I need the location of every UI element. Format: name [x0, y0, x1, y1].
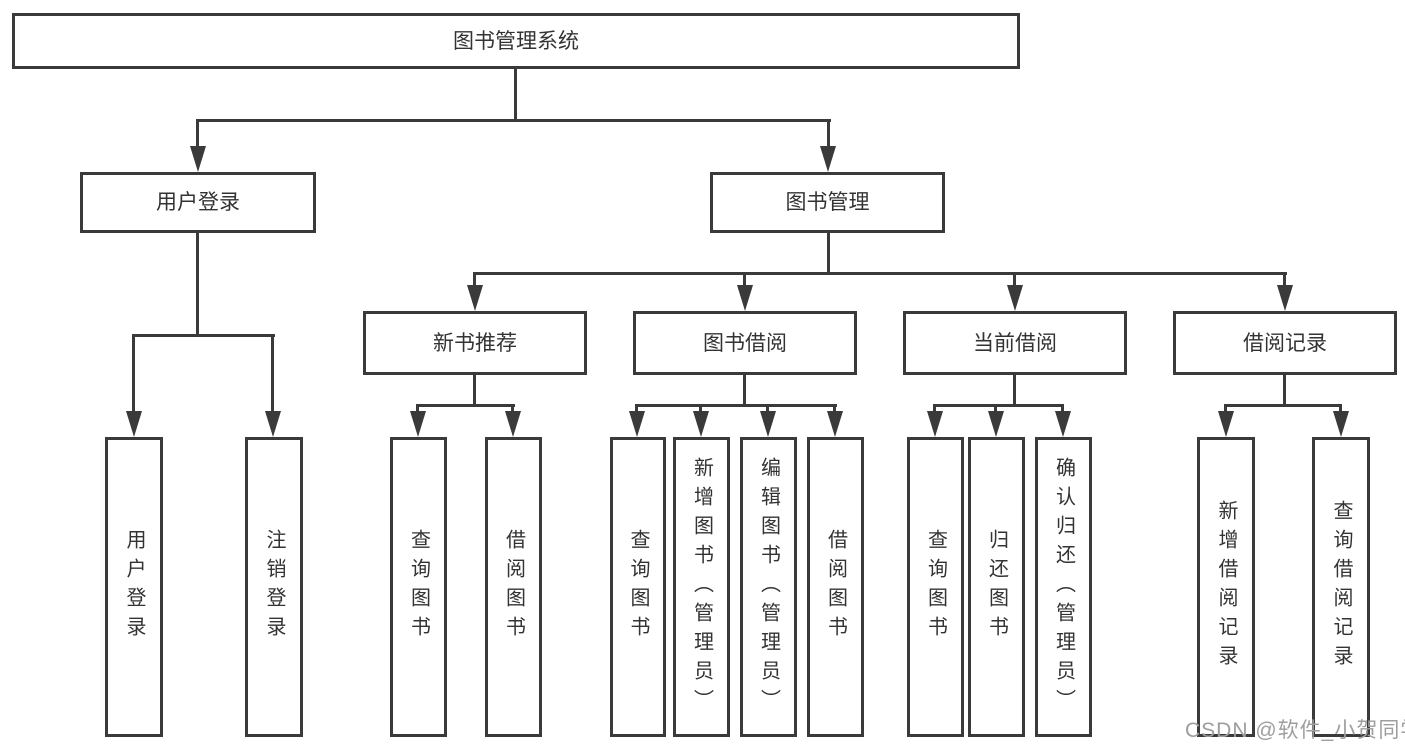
connector-line: [827, 119, 830, 151]
connector-line: [743, 375, 746, 407]
leaf-confirm-return-admin: 确认归还（管理员）: [1035, 437, 1092, 737]
arrow-down-icon: [265, 411, 281, 437]
leaf-query-books-current: 查询图书: [907, 437, 964, 737]
connector-line: [1061, 404, 1064, 416]
node-new-book-recommend-label: 新书推荐: [433, 331, 517, 355]
arrow-down-icon: [827, 411, 843, 437]
connector-line: [473, 375, 476, 407]
leaf-user-login: 用户登录: [105, 437, 163, 737]
node-current-borrow: 当前借阅: [903, 311, 1127, 375]
connector-line: [416, 404, 419, 416]
csdn-watermark: CSDN @软件_小贺同学: [1185, 719, 1405, 742]
arrow-down-icon: [988, 411, 1004, 437]
node-book-management: 图书管理: [710, 172, 945, 233]
leaf-query-borrow-record-label: 查询借阅记录: [1330, 500, 1352, 674]
node-book-borrow-label: 图书借阅: [703, 331, 787, 355]
connector-line: [1283, 375, 1286, 407]
arrow-down-icon: [505, 411, 521, 437]
arrow-down-icon: [126, 411, 142, 437]
arrow-down-icon: [1007, 285, 1023, 311]
connector-line: [197, 119, 831, 122]
node-root: 图书管理系统: [12, 13, 1020, 69]
connector-line: [1339, 404, 1342, 416]
leaf-confirm-return-admin-label: 确认归还（管理员）: [1052, 456, 1075, 718]
connector-line: [514, 69, 517, 121]
leaf-edit-book-admin-label: 编辑图书（管理员）: [757, 456, 780, 718]
arrow-down-icon: [190, 146, 206, 172]
arrow-down-icon: [1055, 411, 1071, 437]
leaf-edit-book-admin: 编辑图书（管理员）: [740, 437, 797, 737]
leaf-query-books-current-label: 查询图书: [924, 529, 947, 645]
leaf-add-borrow-record-label: 新增借阅记录: [1215, 500, 1237, 674]
leaf-logout-login: 注销登录: [245, 437, 303, 737]
arrow-down-icon: [820, 146, 836, 172]
connector-line: [132, 334, 275, 337]
leaf-query-books-recommend-label: 查询图书: [407, 529, 430, 645]
leaf-query-borrow-record: 查询借阅记录: [1312, 437, 1370, 737]
connector-line: [1013, 272, 1016, 288]
node-root-label: 图书管理系统: [453, 29, 579, 53]
arrow-down-icon: [1333, 411, 1349, 437]
leaf-query-books-borrow: 查询图书: [610, 437, 666, 737]
node-current-borrow-label: 当前借阅: [973, 331, 1057, 355]
leaf-add-borrow-record: 新增借阅记录: [1197, 437, 1255, 737]
connector-line: [1283, 272, 1286, 288]
node-user-login-label: 用户登录: [156, 191, 240, 214]
leaf-query-books-recommend: 查询图书: [390, 437, 447, 737]
node-user-login: 用户登录: [80, 172, 316, 233]
arrow-down-icon: [737, 285, 753, 311]
leaf-return-book-label: 归还图书: [985, 529, 1008, 645]
node-book-management-label: 图书管理: [785, 191, 870, 214]
connector-line: [132, 334, 135, 414]
connector-line: [934, 404, 1064, 407]
connector-line: [196, 233, 199, 336]
leaf-logout-login-label: 注销登录: [263, 529, 285, 645]
arrow-down-icon: [1277, 285, 1293, 311]
leaf-return-book: 归还图书: [968, 437, 1025, 737]
leaf-borrow-books-label: 借阅图书: [824, 529, 847, 645]
connector-line: [699, 404, 702, 416]
connector-line: [994, 404, 997, 416]
connector-line: [417, 404, 515, 407]
connector-line: [196, 119, 199, 151]
leaf-borrow-books-recommend: 借阅图书: [485, 437, 542, 737]
connector-line: [743, 272, 746, 288]
connector-line: [1013, 375, 1016, 407]
connector-line: [271, 334, 274, 414]
connector-line: [833, 404, 836, 416]
arrow-down-icon: [467, 285, 483, 311]
connector-line: [473, 272, 1287, 275]
leaf-add-book-admin-label: 新增图书（管理员）: [690, 456, 713, 718]
connector-line: [511, 404, 514, 416]
connector-line: [933, 404, 936, 416]
connector-line: [635, 404, 638, 416]
leaf-borrow-books-recommend-label: 借阅图书: [502, 529, 525, 645]
connector-line: [1225, 404, 1342, 407]
arrow-down-icon: [629, 411, 645, 437]
leaf-query-books-borrow-label: 查询图书: [627, 529, 649, 645]
arrow-down-icon: [1218, 411, 1234, 437]
leaf-add-book-admin: 新增图书（管理员）: [673, 437, 730, 737]
arrow-down-icon: [693, 411, 709, 437]
connector-line: [1224, 404, 1227, 416]
leaf-user-login-label: 用户登录: [123, 529, 145, 645]
connector-line: [473, 272, 476, 288]
leaf-borrow-books: 借阅图书: [807, 437, 864, 737]
node-borrow-records-label: 借阅记录: [1243, 331, 1327, 355]
connector-line: [766, 404, 769, 416]
arrow-down-icon: [760, 411, 776, 437]
node-book-borrow: 图书借阅: [633, 311, 857, 375]
arrow-down-icon: [927, 411, 943, 437]
connector-line: [636, 404, 837, 407]
connector-line: [827, 233, 830, 275]
arrow-down-icon: [410, 411, 426, 437]
node-new-book-recommend: 新书推荐: [363, 311, 587, 375]
node-borrow-records: 借阅记录: [1173, 311, 1397, 375]
